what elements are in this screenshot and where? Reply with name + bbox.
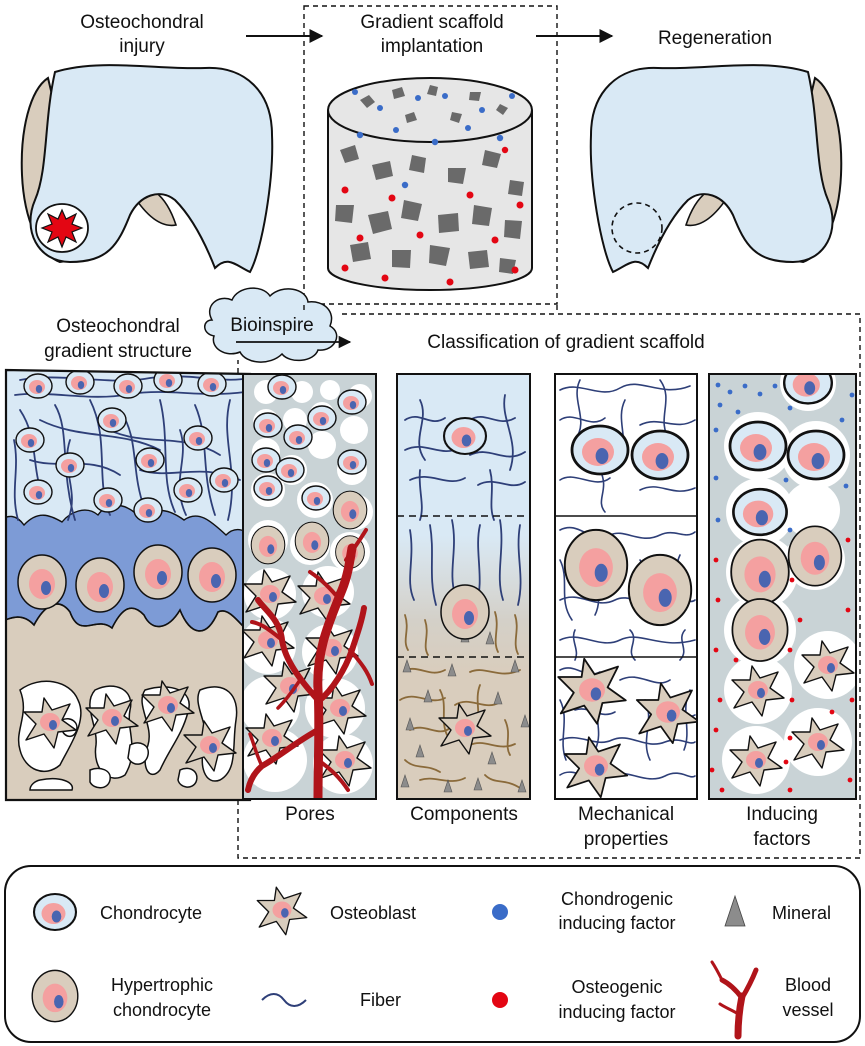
native-gradient-panel <box>4 368 252 802</box>
legend-hyper-1: Hypertrophic <box>111 975 213 995</box>
legend-mineral: Mineral <box>772 903 831 923</box>
blood-vessel <box>245 528 374 799</box>
components-panel <box>396 373 531 800</box>
classification-title: Classification of gradient scaffold <box>427 332 704 353</box>
mineral-icon <box>724 894 746 927</box>
panel-caption-pores: Pores <box>285 804 335 825</box>
implant-label-1: Gradient scaffold <box>360 12 503 33</box>
chondrogenic-factor-icon <box>492 904 508 920</box>
chondrocyte-icon <box>32 892 78 932</box>
panel-caption-components: Components <box>410 804 518 825</box>
fiber-icon <box>261 993 307 1007</box>
regeneration-label: Regeneration <box>658 28 772 49</box>
legend-vessel-1: Blood <box>785 975 831 995</box>
legend-vessel-2: vessel <box>782 1000 833 1020</box>
pores-panel <box>242 373 377 800</box>
panel-caption-mechanical-1: Mechanical <box>578 804 674 825</box>
legend-osteo-factor-2: inducing factor <box>558 1002 675 1022</box>
defect-burst-icon <box>40 208 84 249</box>
legend-chondro-factor-2: inducing factor <box>558 913 675 933</box>
blood-vessel-icon <box>710 960 759 1040</box>
implantation-box <box>303 5 558 305</box>
injury-label-1: Osteochondral <box>80 12 204 33</box>
femur-condyle-icon <box>589 64 843 274</box>
panel-caption-inducing-2: factors <box>753 829 810 850</box>
legend-osteoblast: Osteoblast <box>330 903 416 923</box>
inducing-panel <box>708 373 857 800</box>
chondrocyte <box>442 416 488 456</box>
legend-chondro-factor-1: Chondrogenic <box>561 889 673 909</box>
legend-osteo-factor-1: Osteogenic <box>571 977 662 997</box>
legend-chondrocyte: Chondrocyte <box>100 903 202 923</box>
legend-fiber: Fiber <box>360 990 401 1010</box>
panel-caption-inducing-1: Inducing <box>746 804 818 825</box>
native-title-2: gradient structure <box>44 341 192 362</box>
native-title-1: Osteochondral <box>56 316 180 337</box>
legend: Chondrocyte Osteoblast Chondrogenic indu… <box>4 865 861 1043</box>
osteogenic-factor-icon <box>492 992 508 1008</box>
hypertrophic-chondrocyte <box>440 584 490 640</box>
injury-label-2: injury <box>119 36 165 57</box>
hypertrophic-chondrocyte-icon <box>31 969 79 1023</box>
implant-label-2: implantation <box>381 36 483 57</box>
mechanical-panel <box>554 373 698 800</box>
cylinder-scaffold-icon <box>327 77 533 291</box>
panel-caption-mechanical-2: properties <box>584 829 669 850</box>
bioinspire-label: Bioinspire <box>230 315 313 336</box>
legend-hyper-2: chondrocyte <box>113 1000 211 1020</box>
healed-site <box>611 202 663 254</box>
